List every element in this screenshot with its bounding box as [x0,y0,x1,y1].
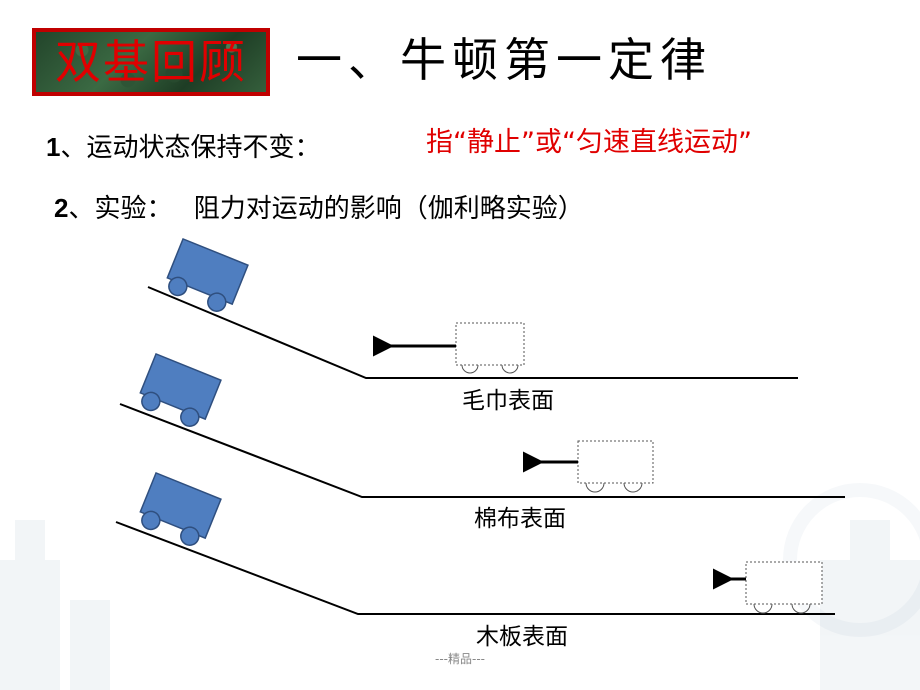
track-towel [147,237,798,379]
surface-label-towel: 毛巾表面 [462,388,554,414]
point-1-number: 1 [46,132,61,162]
point-1: 1、运动状态保持不变： [46,127,320,164]
cart-start-1 [166,237,249,312]
badge-label: 双基回顾 [55,35,247,89]
ramp-line-2 [119,403,845,498]
cart-start-3 [139,471,222,546]
ramp-line-1 [147,286,798,379]
point-1-definition: 指“静止”或“匀速直线运动” [426,127,752,158]
surface-label-cotton: 棉布表面 [474,506,566,532]
point-2-number: 2 [54,193,69,223]
track-wood [115,471,835,615]
point-2: 2、实验： 阻力对运动的影响（伽利略实验） [54,188,584,225]
point-1-label: 、运动状态保持不变： [60,133,321,163]
cart-end-2 [577,440,654,493]
surface-label-wood: 木板表面 [476,624,568,650]
point-2-label: 、实验： 阻力对运动的影响（伽利略实验） [68,194,584,224]
cart-end-1 [455,322,525,374]
track-cotton [119,352,845,498]
page-title: 一、牛顿第一定律 [296,33,712,87]
cart-start-2 [139,352,222,427]
ramp-line-3 [115,521,835,615]
cart-end-3 [745,561,823,614]
footer-text: ---精品--- [435,652,485,666]
section-badge: 双基回顾 [32,28,270,96]
